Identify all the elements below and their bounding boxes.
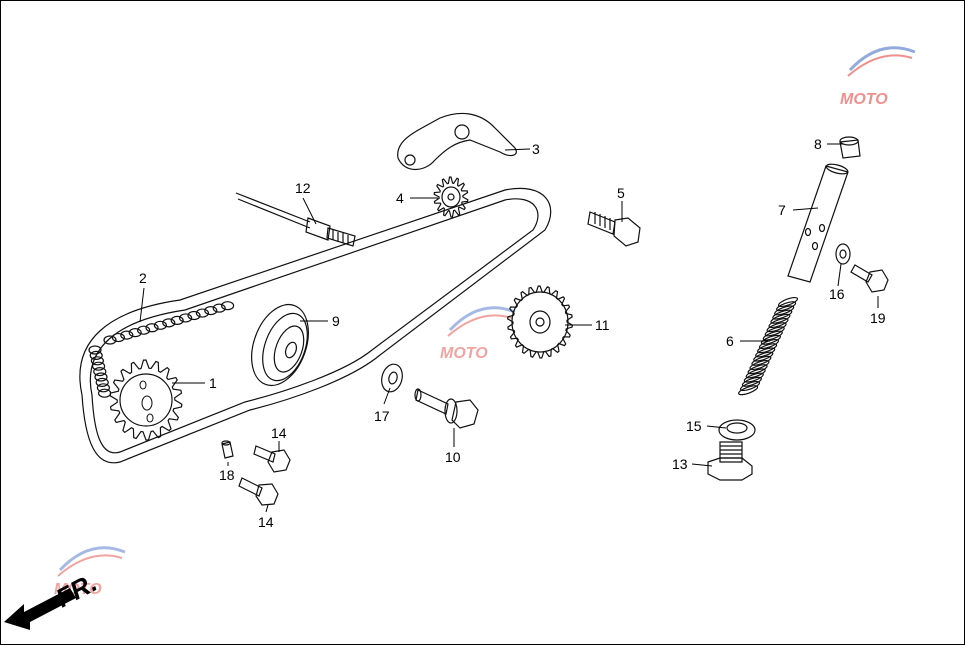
- callout-9: 9: [332, 313, 340, 329]
- chain-link: [90, 356, 105, 366]
- part-sealing-washer: [718, 419, 756, 441]
- part-tensioner-spring: [738, 296, 799, 396]
- chain-link: [95, 377, 109, 387]
- spring-coil: [757, 343, 778, 354]
- chain-link: [179, 313, 193, 323]
- part-bolt-14-lower: [238, 477, 279, 506]
- part-dowel-pin: [221, 440, 234, 459]
- part-washer-16: [835, 243, 851, 265]
- part-sealing-bolt: [707, 441, 753, 481]
- chain-link: [89, 350, 103, 360]
- chain-link: [93, 367, 107, 377]
- part-flange-bolt: [414, 388, 479, 429]
- spring-coil: [768, 317, 789, 329]
- part-chain-roller: [251, 303, 309, 387]
- spring-coil: [755, 347, 776, 358]
- spring-coil: [747, 364, 768, 375]
- spring-coil: [772, 309, 793, 320]
- watermark-logo-center: MOTO: [440, 306, 516, 362]
- callout-7: 7: [778, 202, 786, 218]
- callout-11: 11: [595, 317, 610, 333]
- part-cam-chain: [79, 187, 552, 464]
- chain-link: [137, 325, 151, 335]
- part-tensioner-sprocket: [507, 285, 573, 359]
- part-small-guide-sprocket: [433, 176, 469, 218]
- front-arrow-icon: [4, 588, 76, 630]
- spring-coil: [764, 326, 785, 337]
- spring-coil: [745, 368, 766, 379]
- chain-link: [162, 318, 176, 328]
- spring-coil: [774, 305, 795, 316]
- spring-coil: [739, 380, 761, 392]
- callout-15: 15: [686, 418, 702, 434]
- spring-coil: [776, 301, 797, 312]
- callout-5: 5: [617, 185, 625, 201]
- callout-6: 6: [726, 333, 734, 349]
- part-washer-17: [381, 363, 403, 393]
- spring-coil: [762, 330, 783, 341]
- chain-link: [88, 345, 102, 355]
- chain-link: [221, 301, 235, 311]
- chain-link: [103, 335, 117, 345]
- part-hex-bolt-5: [587, 211, 641, 247]
- callout-12: 12: [295, 180, 311, 196]
- chain-link: [212, 303, 226, 313]
- part-tensioner-bracket: [397, 112, 517, 171]
- chain-links: [88, 301, 235, 398]
- callout-18: 18: [219, 467, 235, 483]
- spring-coil: [751, 355, 772, 366]
- watermark-logo-top-right: MOTO: [840, 46, 916, 108]
- chain-link: [153, 320, 167, 330]
- callout-labels: 1 2 3 4 5 6 7 8 9 10 11 12 13 14 14 15 1…: [139, 136, 886, 530]
- part-bolt-19: [850, 264, 889, 293]
- callout-17: 17: [374, 408, 390, 424]
- spring-coil: [743, 372, 764, 383]
- callout-1: 1: [209, 375, 217, 391]
- callout-4: 4: [396, 190, 404, 206]
- spring-coil: [766, 322, 787, 333]
- chain-link: [145, 323, 159, 333]
- chain-link: [97, 388, 112, 398]
- callout-2: 2: [139, 270, 147, 286]
- chain-link: [94, 372, 108, 382]
- leader-lines: [139, 143, 879, 513]
- spring-coil: [753, 351, 774, 362]
- chain-link: [120, 330, 134, 340]
- sprocket-teeth: [109, 359, 183, 441]
- sprocket-teeth: [433, 176, 469, 218]
- sprocket-teeth: [507, 285, 573, 359]
- callout-8: 8: [814, 136, 822, 152]
- spring-coil: [777, 296, 799, 308]
- part-tensioner-pin: [235, 192, 356, 247]
- spring-coil: [738, 385, 759, 396]
- part-bolt-14-upper: [253, 445, 291, 473]
- chain-link: [111, 332, 126, 343]
- chain-link: [96, 383, 111, 393]
- chain-link: [187, 310, 201, 321]
- chain-link: [128, 328, 142, 338]
- callout-14-upper: 14: [271, 425, 287, 441]
- callout-13: 13: [672, 456, 688, 472]
- callout-10: 10: [445, 449, 461, 465]
- spring-coil: [770, 313, 791, 324]
- part-push-rod: [787, 163, 849, 283]
- spring-coil: [749, 359, 770, 371]
- part-cam-sprocket: [109, 359, 183, 441]
- chain-link: [170, 315, 184, 325]
- callout-19: 19: [870, 310, 886, 326]
- chain-link: [195, 308, 209, 318]
- watermark-text: MOTO: [440, 345, 488, 362]
- part-rod-cap: [839, 136, 861, 159]
- callout-16: 16: [829, 286, 845, 302]
- callout-3: 3: [532, 141, 540, 157]
- spring-coil: [741, 376, 762, 387]
- watermark-text: MOTO: [840, 91, 888, 108]
- callout-14-lower: 14: [258, 514, 274, 530]
- front-direction-indicator: FR.: [4, 567, 102, 630]
- spring-coil: [760, 334, 781, 345]
- chain-link: [91, 361, 106, 371]
- chain-link: [204, 306, 218, 316]
